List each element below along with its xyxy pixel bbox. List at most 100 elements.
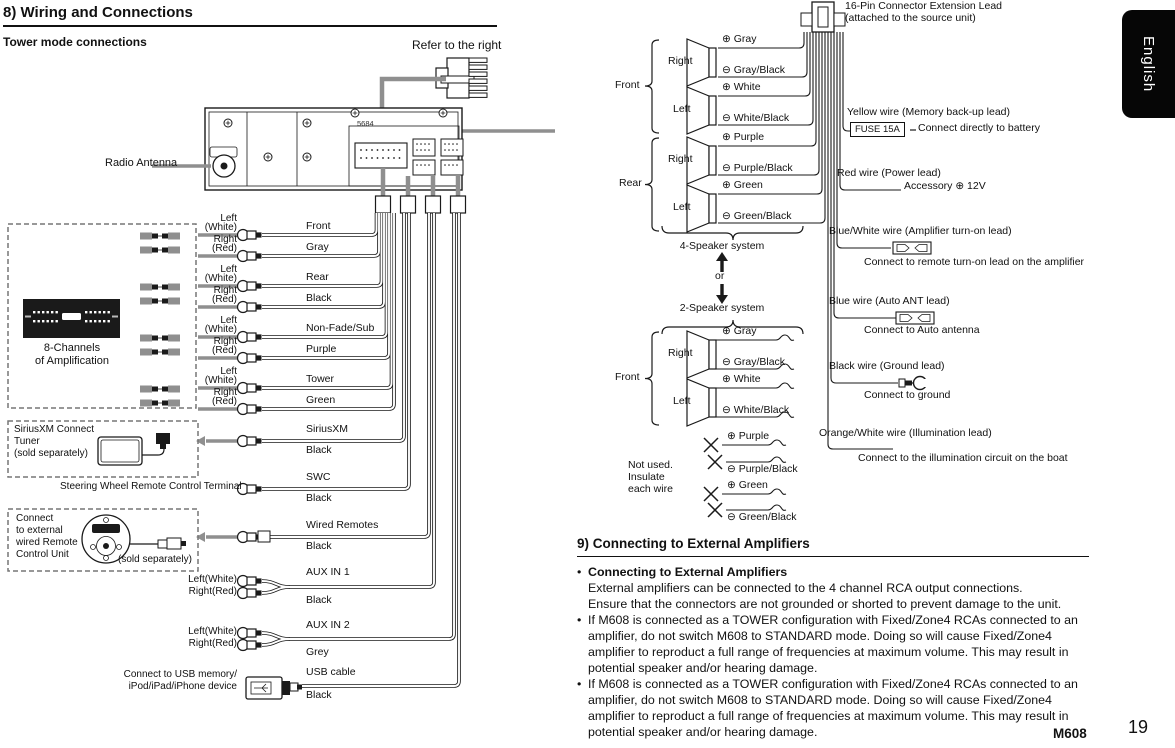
ch-right-label: Right xyxy=(213,387,237,398)
wire-gray-minus-2sp: ⊖ Gray/Black xyxy=(722,356,786,368)
cable-aux1-label: AUX IN 1 xyxy=(306,566,350,578)
rca-tower-label: Tower xyxy=(306,373,335,385)
swc-terminal-label: Steering Wheel Remote Control Terminal xyxy=(60,481,242,492)
remote-box-line3: wired Remote xyxy=(16,537,78,548)
ch-right-color: (Red) xyxy=(211,345,237,356)
blue-wire-title: Blue wire (Auto ANT lead) xyxy=(829,295,950,307)
speaker-left-label-2sp: Left xyxy=(673,395,691,407)
cable-aux1-color: Black xyxy=(306,594,332,606)
wire-purple-minus: ⊖ Purple/Black xyxy=(722,162,793,174)
ch-right-label: Right xyxy=(213,336,237,347)
black-wire-caption: Connect to ground xyxy=(864,389,951,401)
language-tab-label: English xyxy=(1140,35,1157,93)
siriusxm-box-line3: (sold separately) xyxy=(14,448,88,459)
not-used-line1: Not used. xyxy=(628,459,673,471)
front-group-label-2sp: Front xyxy=(615,371,640,383)
ch-left-label: Left xyxy=(220,264,237,275)
rear-group-label: Rear xyxy=(619,177,642,189)
wire-gray-plus: ⊕ Gray xyxy=(722,33,757,45)
siriusxm-tuner-box xyxy=(7,420,199,478)
ch-right-color: (Red) xyxy=(211,396,237,407)
remote-box-line4: Control Unit xyxy=(16,549,69,560)
not-used-line3: each wire xyxy=(628,483,673,495)
ch-left-label: Left xyxy=(220,366,237,377)
bullet-bold-line: Connecting to External Amplifiers xyxy=(588,565,788,579)
speaker-right-label: Right xyxy=(668,153,693,165)
subtitle: Tower mode connections xyxy=(3,35,147,49)
wire-white-minus: ⊖ White/Black xyxy=(722,112,790,124)
remote-sold-label: (sold separately) xyxy=(118,554,192,565)
ch-left-color: (White) xyxy=(204,375,237,386)
wire-white-plus: ⊕ White xyxy=(722,81,761,93)
two-speaker-caption: 2-Speaker system xyxy=(679,302,765,314)
callout-icons xyxy=(892,129,935,391)
16pin-label-line1: 16-Pin Connector Extension Lead xyxy=(845,0,1003,12)
wire-purple-plus: ⊕ Purple xyxy=(722,131,765,143)
fuse-badge: FUSE 15A xyxy=(850,122,905,137)
radio-antenna-label: Radio Antenna xyxy=(105,157,178,169)
amplifier-box xyxy=(7,223,197,409)
cable-usb-color: Black xyxy=(306,689,332,701)
speaker-left-label: Left xyxy=(673,201,691,213)
rca-nonfade-color: Purple xyxy=(306,343,337,355)
or-arrows xyxy=(716,252,728,304)
wire-green-minus-nu: ⊖ Green/Black xyxy=(727,511,797,523)
language-tab: English xyxy=(1122,10,1175,118)
rca-plugs xyxy=(196,228,302,700)
usb-note-line1: Connect to USB memory/ xyxy=(123,669,237,680)
amp-box-line2: of Amplification xyxy=(35,355,109,367)
ch-left-color: (White) xyxy=(204,324,237,335)
bullet-warning-2: If M608 is connected as a TOWER configur… xyxy=(577,676,1089,740)
ch-right-label: Right xyxy=(213,234,237,245)
bluewhite-wire-caption: Connect to remote turn-on lead on the am… xyxy=(864,256,1085,268)
wire-white-plus-2sp: ⊕ White xyxy=(722,373,761,385)
usb-icon xyxy=(245,676,302,700)
four-speaker-caption: 4-Speaker system xyxy=(679,240,765,252)
wired-remote-box xyxy=(7,508,199,572)
16pin-connector-drawing xyxy=(800,1,846,33)
ch-right-label: Right xyxy=(213,285,237,296)
aux1-left-label: Left(White) xyxy=(188,574,237,585)
ch-right-color: (Red) xyxy=(211,243,237,254)
bullet-warning-1: If M608 is connected as a TOWER configur… xyxy=(577,612,1089,676)
speaker-right-label-2sp: Right xyxy=(668,347,693,359)
black-wire-title: Black wire (Ground lead) xyxy=(829,360,945,372)
blue-wire-caption: Connect to Auto antenna xyxy=(864,324,980,336)
cable-swc-color: Black xyxy=(306,492,332,504)
orangewhite-wire-caption: Connect to the illumination circuit on t… xyxy=(858,452,1068,464)
usb-note-line2: iPod/iPad/iPhone device xyxy=(128,681,237,692)
head-unit-drawing xyxy=(152,57,555,214)
wire-green-plus-nu: ⊕ Green xyxy=(727,479,768,491)
bullet-connecting: Connecting to External Amplifiers Extern… xyxy=(577,564,1089,612)
siriusxm-box-line2: Tuner xyxy=(14,436,40,447)
wire-purple-minus-nu: ⊖ Purple/Black xyxy=(727,463,798,475)
speaker-right-label: Right xyxy=(668,55,693,67)
siriusxm-box-line1: SiriusXM Connect xyxy=(14,424,95,435)
footer-model: M608 xyxy=(1053,726,1087,741)
rca-rear-color: Black xyxy=(306,292,332,304)
red-wire-caption: Accessory ⊕ 12V xyxy=(904,180,986,192)
ch-left-color: (White) xyxy=(204,222,237,233)
rca-front-label: Front xyxy=(306,220,331,232)
rca-front-color: Gray xyxy=(306,241,329,253)
wire-green-minus: ⊖ Green/Black xyxy=(722,210,792,222)
aux2-right-label: Right(Red) xyxy=(188,638,237,649)
bullet-line: External amplifiers can be connected to … xyxy=(588,581,1023,595)
rca-rear-label: Rear xyxy=(306,271,329,283)
speaker-left-label: Left xyxy=(673,103,691,115)
amp-box-line1: 8-Channels xyxy=(43,342,101,354)
section9: 9) Connecting to External Amplifiers Con… xyxy=(577,536,1089,740)
cable-wired-remotes-label: Wired Remotes xyxy=(306,519,379,531)
wire-gray-minus: ⊖ Gray/Black xyxy=(722,64,786,76)
speakers-2-system xyxy=(644,319,804,518)
wire-white-minus-2sp: ⊖ White/Black xyxy=(722,404,790,416)
front-group-label: Front xyxy=(615,79,640,91)
wire-purple-plus-nu: ⊕ Purple xyxy=(727,430,770,442)
refer-note: Refer to the right xyxy=(412,38,502,52)
16pin-label-line2: (attached to the source unit) xyxy=(845,12,976,24)
aux1-right-label: Right(Red) xyxy=(188,586,237,597)
ch-left-label: Left xyxy=(220,213,237,224)
ch-left-label: Left xyxy=(220,315,237,326)
